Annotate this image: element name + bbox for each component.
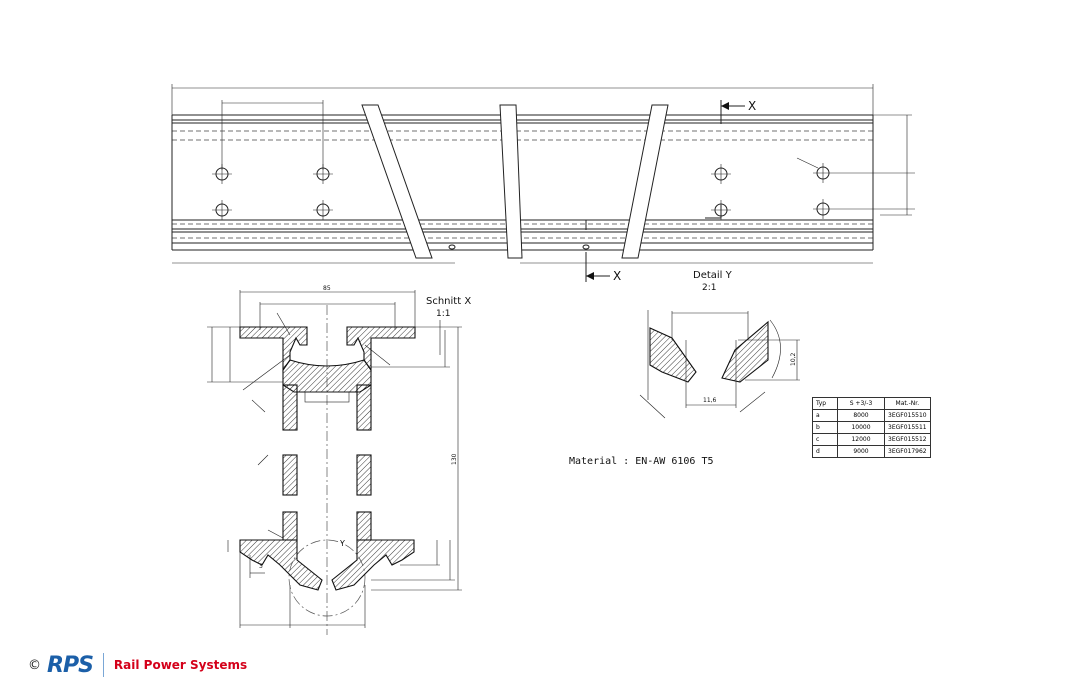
type-table: Typ S +3/-3 Mat.-Nr. a 8000 3EGF015510 b… [812, 397, 931, 458]
mounting-holes [212, 157, 915, 250]
detail-y-view: Detail Y 2:1 11,6 10,2 [639, 270, 800, 419]
cell-typ: a [812, 409, 838, 422]
dim-height-130: 130 [451, 453, 458, 465]
dim-3: 3 [259, 563, 263, 570]
cell-mat-nr: 3EGF015511 [884, 421, 931, 434]
rps-logo: RPS [47, 652, 94, 678]
copyright-symbol: © [28, 657, 41, 673]
cell-typ: b [812, 421, 838, 434]
cell-s: 8000 [837, 409, 885, 422]
table-row: b 10000 3EGF015511 [812, 421, 931, 434]
header-mat-nr: Mat.-Nr. [884, 397, 931, 410]
section-x-title: Schnitt X [426, 296, 471, 307]
cell-mat-nr: 3EGF015512 [884, 433, 931, 446]
table-row: a 8000 3EGF015510 [812, 409, 931, 422]
section-marker-top: X [720, 99, 756, 124]
detail-y-title: Detail Y [693, 270, 733, 281]
cell-s: 9000 [837, 445, 885, 458]
footer-logo: © RPS Rail Power Systems [28, 652, 247, 678]
section-x-view: Schnitt X 1:1 85 130 3 [207, 285, 471, 635]
section-label-x-bottom: X [613, 269, 621, 283]
dim-10-2: 10,2 [790, 352, 797, 366]
material-spec: Material : EN-AW 6106 T5 [569, 456, 714, 467]
type-table-header: Typ S +3/-3 Mat.-Nr. [812, 397, 931, 410]
cell-typ: d [812, 445, 838, 458]
table-row: c 12000 3EGF015512 [812, 433, 931, 446]
company-name: Rail Power Systems [113, 658, 248, 672]
cell-mat-nr: 3EGF015510 [884, 409, 931, 422]
logo-divider [102, 653, 104, 677]
header-typ: Typ [812, 397, 838, 410]
cell-s: 12000 [837, 433, 885, 446]
top-view-rail: X X [171, 84, 915, 283]
cell-mat-nr: 3EGF017962 [884, 445, 931, 458]
section-x-scale: 1:1 [436, 309, 450, 319]
section-marker-bottom: X [585, 205, 722, 283]
dim-11-6: 11,6 [703, 397, 717, 404]
cell-s: 10000 [837, 421, 885, 434]
section-label-x-top: X [748, 99, 756, 113]
header-s: S +3/-3 [837, 397, 885, 410]
detail-y-scale: 2:1 [702, 283, 716, 293]
dim-width-85: 85 [323, 285, 331, 292]
table-row: d 9000 3EGF017962 [812, 445, 931, 458]
detail-y-marker: Y [339, 539, 345, 548]
cell-typ: c [812, 433, 838, 446]
